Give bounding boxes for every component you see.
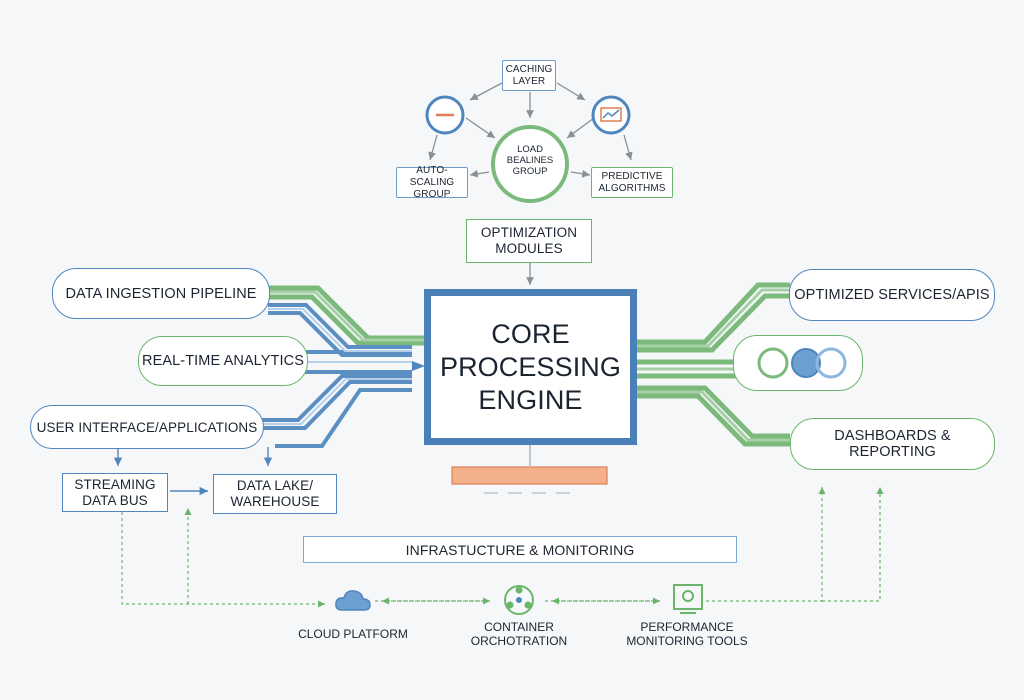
dashboards-reporting: DASHBOARDS & REPORTING [790,418,995,470]
container-orchestration-label: CONTAINER ORCHOTRATION [470,620,568,648]
core-processing-engine: CORE PROCESSING ENGINE [424,289,637,445]
cluster-icon [504,585,534,615]
load-balancing-ring [491,125,569,203]
output-toggle-pill [733,335,863,391]
circles-icon [757,347,847,379]
cloud-icon [335,590,371,611]
data-ingestion-pipeline: DATA INGESTION PIPELINE [52,268,270,319]
core-base-bar [451,466,608,485]
chart-icon [591,95,631,135]
auto-scaling-box: AUTO-SCALING GROUP [396,165,468,200]
monitor-icon [673,584,703,614]
user-interface-applications: USER INTERFACE/APPLICATIONS [30,405,264,449]
data-lake-warehouse: DATA LAKE/ WAREHOUSE [213,474,337,514]
toggle-icon [425,95,465,135]
caching-layer-box: CACHING LAYER [502,60,556,91]
optimization-modules-box: OPTIMIZATION MODULES [466,219,592,263]
load-balancing-label: LOAD BEALINES GROUP [506,144,554,177]
infrastructure-monitoring-bar: INFRASTUCTURE & MONITORING [303,536,737,563]
streaming-data-bus: STREAMING DATA BUS [62,473,168,512]
performance-monitoring-label: PERFORMANCE MONITORING TOOLS [626,620,748,648]
predictive-algorithms-box: PREDICTIVE ALGORITHMS [591,167,673,198]
real-time-analytics: REAL-TIME ANALYTICS [138,336,308,386]
optimized-services-apis: OPTIMIZED SERVICES/APIS [789,269,995,321]
cloud-platform-label: CLOUD PLATFORM [298,627,408,641]
